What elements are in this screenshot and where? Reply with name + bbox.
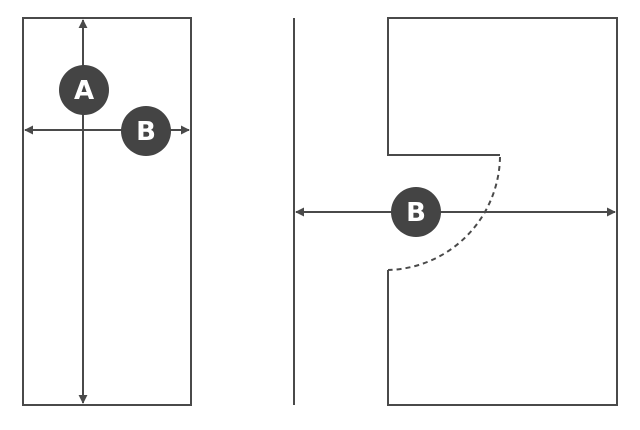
- left-rectangle-outline: [22, 17, 192, 406]
- right-figure: B: [293, 17, 618, 406]
- left-figure: A B: [22, 17, 192, 406]
- room-outline: [387, 17, 618, 406]
- label-b-left-text: B: [136, 117, 156, 147]
- label-b-badge-right: B: [391, 187, 441, 237]
- label-a-badge: A: [59, 65, 109, 115]
- label-b-badge-left: B: [121, 106, 171, 156]
- label-b-right-text: B: [406, 198, 426, 228]
- label-a-text: A: [74, 76, 94, 106]
